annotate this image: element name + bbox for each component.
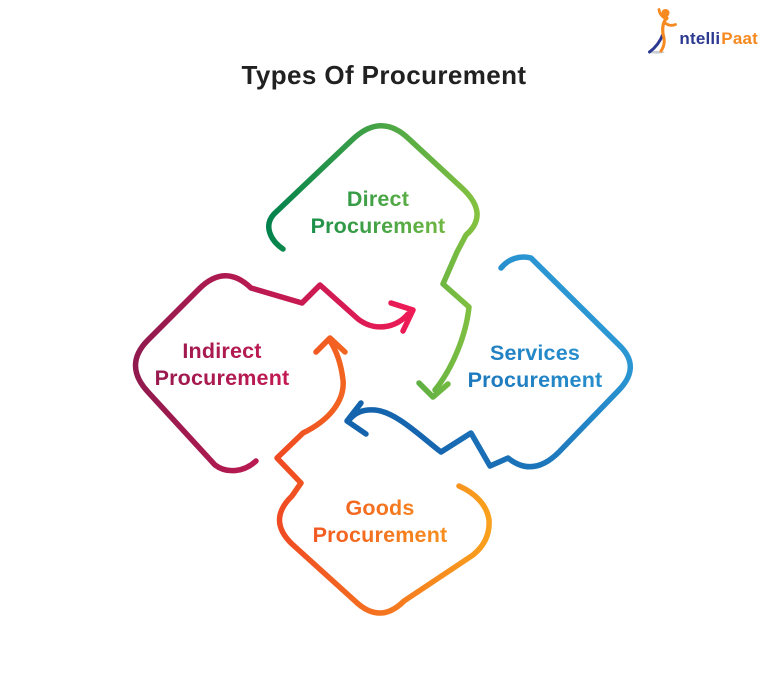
node-direct: Direct Procurement <box>266 123 480 400</box>
node-goods-outline <box>274 338 492 616</box>
node-indirect: Indirect Procurement <box>132 273 416 474</box>
node-indirect-outline <box>132 273 411 474</box>
logo-text-blue: ntelli <box>679 29 721 48</box>
node-services-label-line2: Procurement <box>468 368 603 392</box>
intellipaat-logo: ntelli Paat <box>648 8 758 54</box>
node-direct-label-line2: Procurement <box>311 214 446 238</box>
node-goods-label-line2: Procurement <box>313 523 448 547</box>
node-indirect-label-line1: Indirect <box>182 339 261 363</box>
node-services-label-line1: Services <box>490 341 580 365</box>
page-title: Types Of Procurement <box>241 60 527 90</box>
arrow-services-to-goods-icon <box>344 400 369 437</box>
arrow-indirect-to-direct-icon <box>388 300 416 334</box>
node-indirect-label-line2: Procurement <box>155 366 290 390</box>
logo-text-orange: Paat <box>721 29 758 48</box>
node-goods: Goods Procurement <box>274 335 492 616</box>
dancer-icon <box>648 8 678 54</box>
node-direct-outline <box>266 123 480 393</box>
node-goods-label-line1: Goods <box>345 496 414 520</box>
node-services: Services Procurement <box>344 254 633 470</box>
node-services-outline <box>347 254 633 470</box>
arrow-direct-to-services-icon <box>416 380 451 400</box>
arrow-goods-to-indirect-icon <box>313 335 348 355</box>
node-direct-label-line1: Direct <box>347 187 409 211</box>
